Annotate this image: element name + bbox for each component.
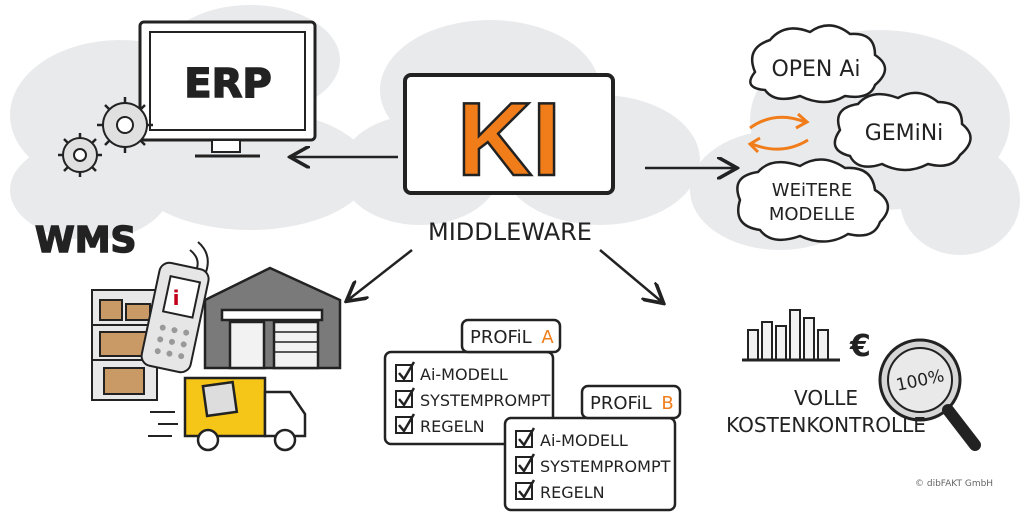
model-more-line2: MODELLE [769,204,855,225]
arrows [292,157,735,302]
truck-icon [148,376,307,452]
gears-icon [58,97,153,177]
copyright: © dibFAKT GmbH [915,479,993,489]
profile-a-item-3: REGELN [420,417,485,436]
profile-b-card [503,384,682,512]
model-gemini-label: GEMiNi [865,121,944,146]
profile-a-checkboxes [395,361,416,434]
profile-a-letter: A [541,327,554,348]
ki-box [403,73,615,195]
model-cloud-gemini [833,91,972,172]
arrow-to-profiles [599,249,662,302]
cost-line2: KOSTENKONTROLLE [726,413,926,437]
profile-a-item-1: Ai-MODELL [420,365,508,384]
model-cloud-more [736,158,889,243]
cost-line1: VOLLE [794,386,858,410]
erp-label: ERP [184,61,271,107]
arrow-to-wms [348,249,413,300]
profile-b-item-2: SYSTEMPROMPT [540,457,671,476]
scanner-logo: i [173,286,180,310]
bar-chart-icon [742,309,840,362]
scanner-icon [140,241,210,374]
currency-symbol: € [849,329,871,364]
magnifier-icon [878,338,981,451]
model-cloud-openai [749,24,887,104]
wms-label: WMS [35,220,136,261]
profile-a-title: PROFiL A [470,327,554,348]
warehouse-icon [203,266,342,370]
profile-b-letter: B [661,393,673,414]
model-more-line1: WEiTERE [772,180,852,201]
profile-a-item-2: SYSTEMPROMPT [420,391,551,410]
model-openai-label: OPEN Ai [771,57,860,82]
ki-title: KI [457,82,561,198]
profile-b-item-3: REGELN [540,483,605,502]
cycle-arrows-icon [747,112,810,154]
profile-b-checkboxes [515,427,536,500]
profile-b-title: PROFiL B [590,393,674,414]
profile-b-item-1: Ai-MODELL [540,431,628,450]
erp-monitor-icon [138,20,317,158]
profile-a-title-text: PROFiL [470,327,532,348]
profile-b-title-text: PROFiL [590,393,652,414]
middleware-label: MIDDLEWARE [428,218,592,246]
